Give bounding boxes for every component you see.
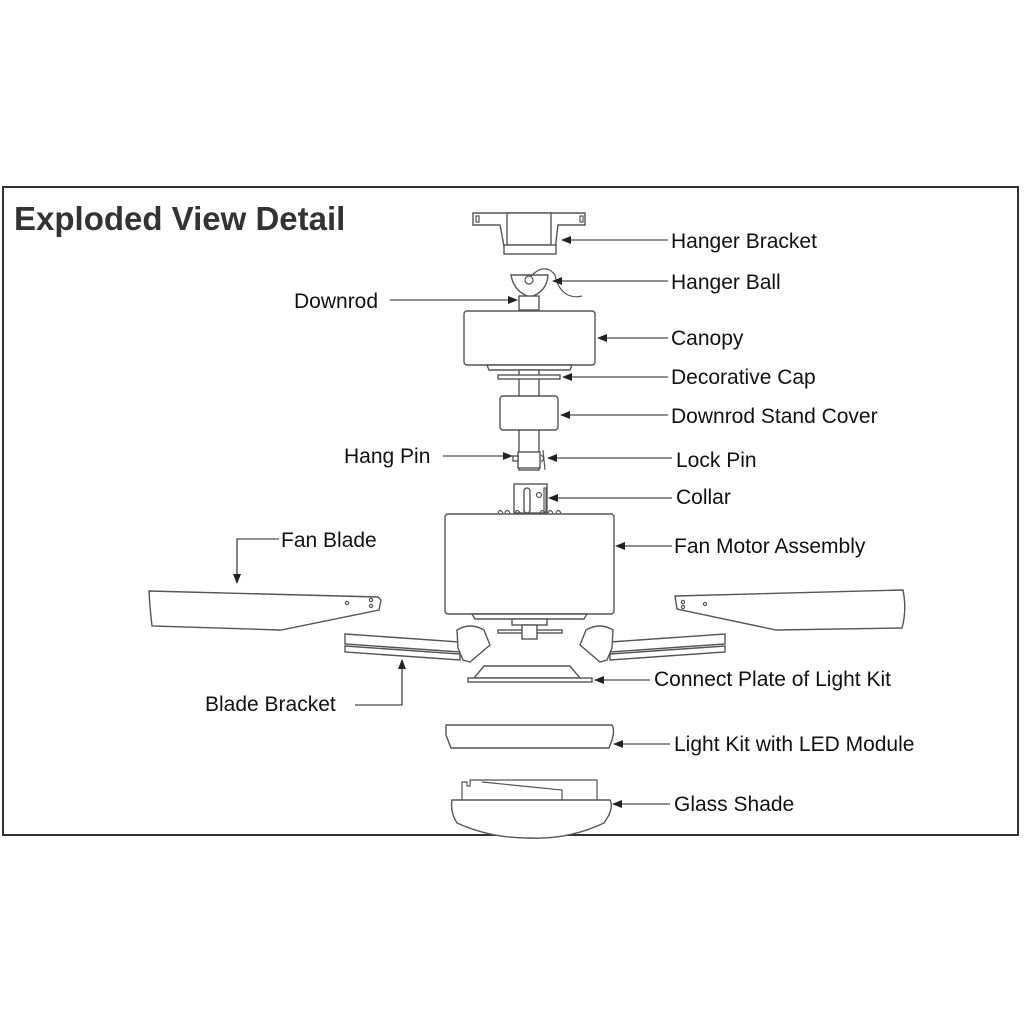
label-downrod-stand-cover: Downrod Stand Cover (671, 405, 878, 428)
label-light-kit: Light Kit with LED Module (674, 733, 914, 756)
lock-pin-part (540, 449, 546, 471)
label-hanger-bracket: Hanger Bracket (671, 230, 817, 253)
label-glass-shade: Glass Shade (674, 793, 794, 816)
downrod-stand-cover-part (499, 395, 559, 431)
label-canopy: Canopy (671, 327, 744, 350)
label-decorative-cap: Decorative Cap (671, 366, 816, 389)
label-hanger-ball: Hanger Ball (671, 271, 781, 294)
label-downrod: Downrod (294, 290, 378, 313)
canopy-part (463, 310, 596, 371)
blade-bracket-left (344, 625, 491, 663)
label-blade-bracket: Blade Bracket (205, 693, 336, 716)
hanger-ball-part (510, 268, 583, 298)
hanger-bracket-part (472, 212, 586, 255)
decorative-cap-part (497, 374, 561, 380)
blade-bracket-leader (355, 659, 406, 706)
blade-bracket-right (579, 625, 726, 663)
label-connect-plate: Connect Plate of Light Kit (654, 668, 891, 691)
label-lock-pin: Lock Pin (676, 449, 757, 472)
downrod-part (518, 295, 540, 311)
fan-blade-leader (233, 538, 279, 584)
label-fan-motor-assembly: Fan Motor Assembly (674, 535, 866, 558)
connect-plate-part (467, 665, 593, 683)
label-fan-blade: Fan Blade (281, 529, 377, 552)
collar-part (513, 483, 548, 514)
fan-blade-right (674, 589, 906, 631)
fan-blade-left (148, 590, 382, 631)
light-kit-part (445, 724, 615, 749)
diagram-title: Exploded View Detail (14, 200, 346, 237)
label-collar: Collar (676, 486, 731, 509)
label-hang-pin: Hang Pin (344, 445, 430, 468)
hang-pin-part (512, 451, 541, 469)
fan-motor-assembly-part (444, 509, 615, 640)
glass-shade-part (450, 779, 612, 839)
